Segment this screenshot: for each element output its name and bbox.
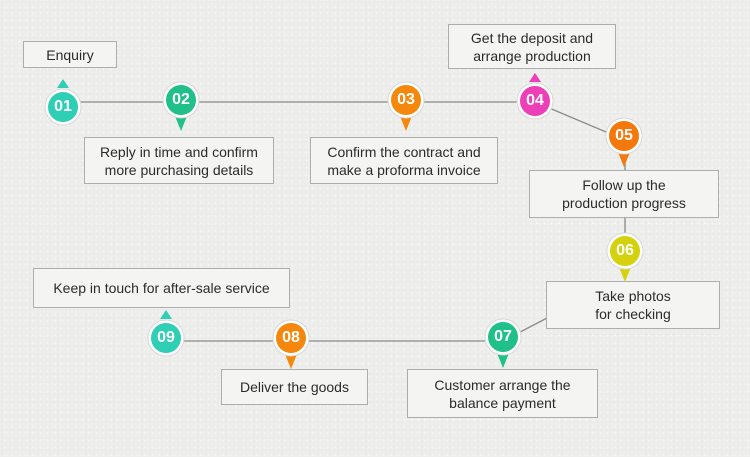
- step-box-deliver: Deliver the goods: [221, 369, 368, 405]
- step-marker-09: 09: [146, 307, 186, 361]
- step-box-follow-up: Follow up the production progress: [529, 170, 719, 218]
- step-marker-01: 01: [43, 76, 83, 130]
- pin-shape: [160, 310, 172, 319]
- step-box-reply: Reply in time and confirm more purchasin…: [84, 137, 274, 184]
- pin-fill: [610, 236, 640, 266]
- step-number-04: 04: [526, 92, 544, 109]
- step-marker-04: 04: [515, 70, 555, 124]
- step-box-photos: Take photos for checking: [546, 281, 720, 329]
- step-number-01: 01: [54, 98, 72, 115]
- pin-fill: [520, 86, 550, 116]
- step-marker-08: 08: [271, 318, 311, 372]
- step-number-06: 06: [616, 242, 634, 259]
- pin-fill: [391, 85, 421, 115]
- pin-shape: [619, 267, 631, 282]
- step-box-balance-payment: Customer arrange the balance payment: [407, 369, 598, 418]
- step-marker-06: 06: [605, 231, 645, 285]
- pin-fill: [488, 322, 518, 352]
- pin-shape: [57, 79, 69, 88]
- pin-shape: [285, 354, 297, 369]
- step-marker-02: 02: [161, 80, 201, 134]
- pin-shape: [175, 116, 187, 131]
- pin-shape: [497, 353, 509, 368]
- step-marker-03: 03: [386, 80, 426, 134]
- pin-fill: [151, 323, 181, 353]
- step-number-08: 08: [282, 329, 300, 346]
- step-marker-07: 07: [483, 317, 523, 371]
- step-number-03: 03: [397, 91, 415, 108]
- pin-fill: [609, 121, 639, 151]
- pin-fill: [276, 323, 306, 353]
- step-box-enquiry: Enquiry: [23, 41, 117, 68]
- step-box-after-sale: Keep in touch for after-sale service: [33, 268, 290, 308]
- step-number-09: 09: [157, 329, 175, 346]
- step-marker-05: 05: [604, 116, 644, 170]
- pin-shape: [400, 116, 412, 131]
- step-box-confirm-contract: Confirm the contract and make a proforma…: [310, 137, 498, 184]
- step-number-07: 07: [494, 328, 512, 345]
- pin-shape: [618, 152, 630, 167]
- step-number-05: 05: [615, 127, 633, 144]
- step-number-02: 02: [172, 91, 190, 108]
- step-box-deposit: Get the deposit and arrange production: [448, 24, 616, 69]
- pin-shape: [529, 73, 541, 82]
- pin-fill: [48, 92, 78, 122]
- pin-fill: [166, 85, 196, 115]
